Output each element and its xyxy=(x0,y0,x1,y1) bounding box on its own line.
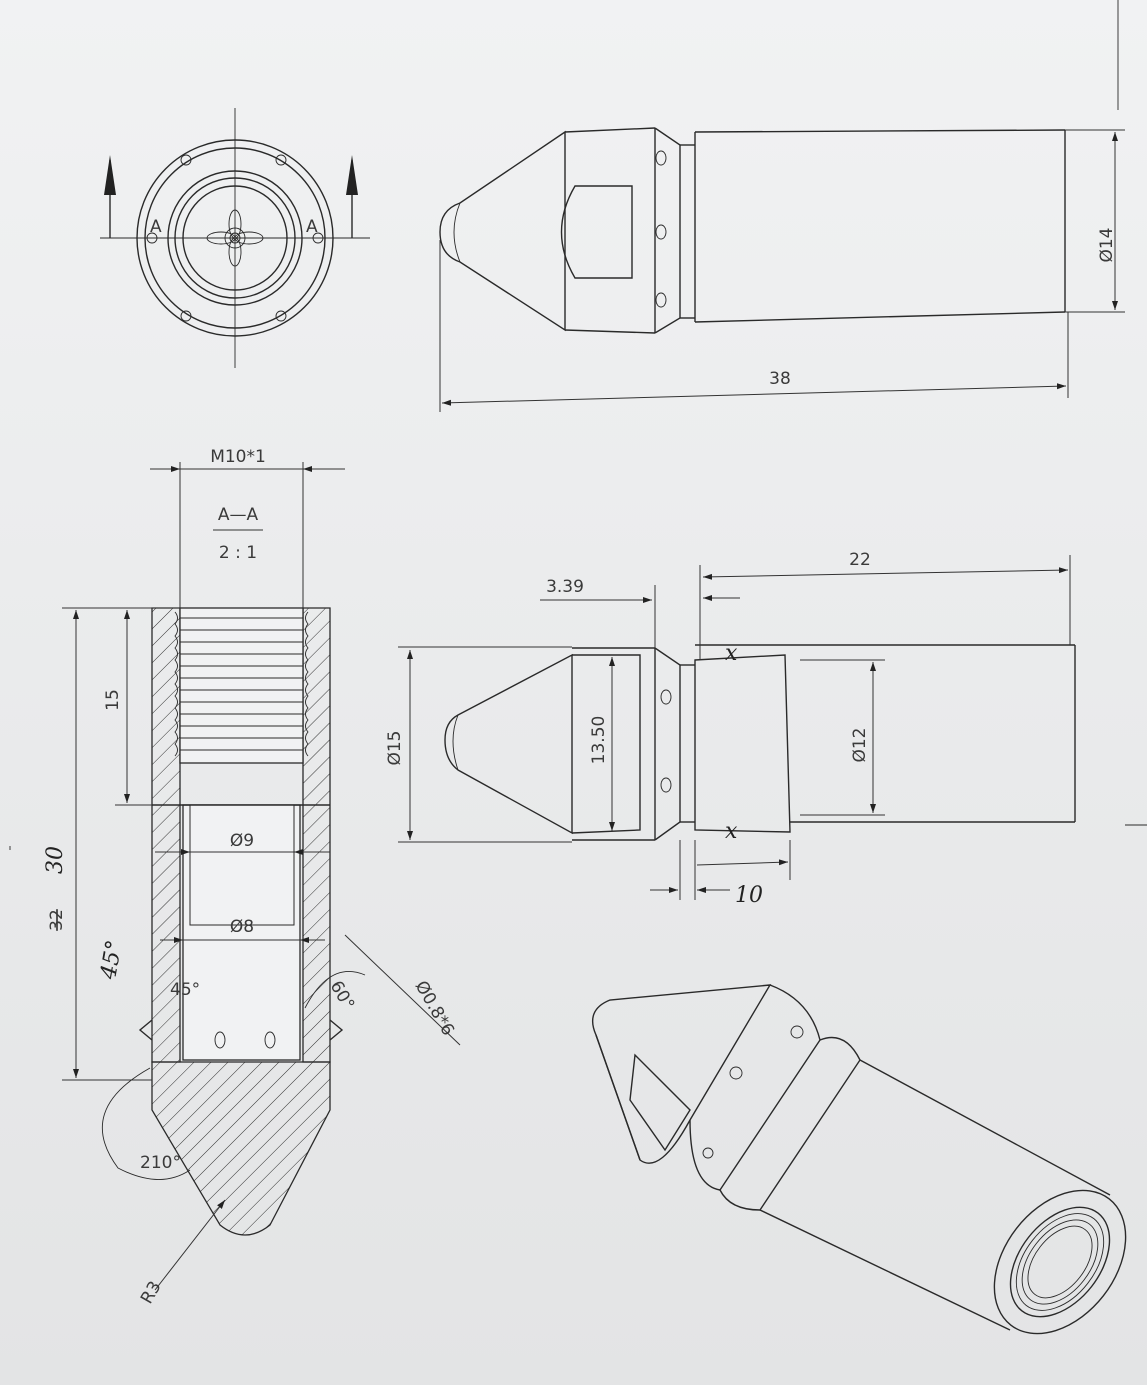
side-view-top: Ø14 38 xyxy=(439,127,1125,412)
dim-angle-45-small: 45° xyxy=(170,980,200,1000)
dim-diameter-15: Ø15 xyxy=(385,730,405,765)
dim-angle-45: 45° xyxy=(96,938,128,982)
thread-lines xyxy=(174,611,309,757)
dim-length-22: 22 xyxy=(849,550,871,570)
dim-nozzle-holes: Ø0.8*6 xyxy=(411,978,458,1040)
nozzle-holes-icon xyxy=(206,209,264,267)
dim-bore-9: Ø9 xyxy=(230,831,254,851)
dim-thread-depth-15: 15 xyxy=(103,689,123,711)
dim-length-30: 30 xyxy=(43,846,68,874)
dim-diameter-12: Ø12 xyxy=(850,727,870,762)
dim-length-old: 32 xyxy=(47,909,67,931)
dim-thread: M10*1 xyxy=(210,447,266,467)
section-label-right: A xyxy=(306,217,318,237)
section-scale: 2 : 1 xyxy=(219,543,257,563)
section-a-a: M10*1 A—A 2 : 1 15 30 32 Ø9 Ø8 Ø0.8*6 60… xyxy=(43,447,461,1308)
dim-diameter-14: Ø14 xyxy=(1097,227,1117,262)
dim-3-39: 3.39 xyxy=(546,577,584,597)
dim-length-38: 38 xyxy=(769,369,791,389)
end-view: A A xyxy=(100,108,370,368)
dim-handwritten-10: 10 xyxy=(735,883,763,908)
side-view-middle: Ø15 13.50 Ø12 22 3.39 10 x x xyxy=(385,550,1076,908)
section-label-left: A xyxy=(150,217,162,237)
mark-x-bottom: x xyxy=(725,819,738,844)
isometric-view xyxy=(592,984,1127,1335)
section-title: A—A xyxy=(218,505,259,525)
dim-bore-8: Ø8 xyxy=(230,917,254,937)
dim-hex-1350: 13.50 xyxy=(589,716,609,765)
dim-angle-210: 210° xyxy=(140,1153,181,1173)
mark-x-top: x xyxy=(725,641,738,666)
